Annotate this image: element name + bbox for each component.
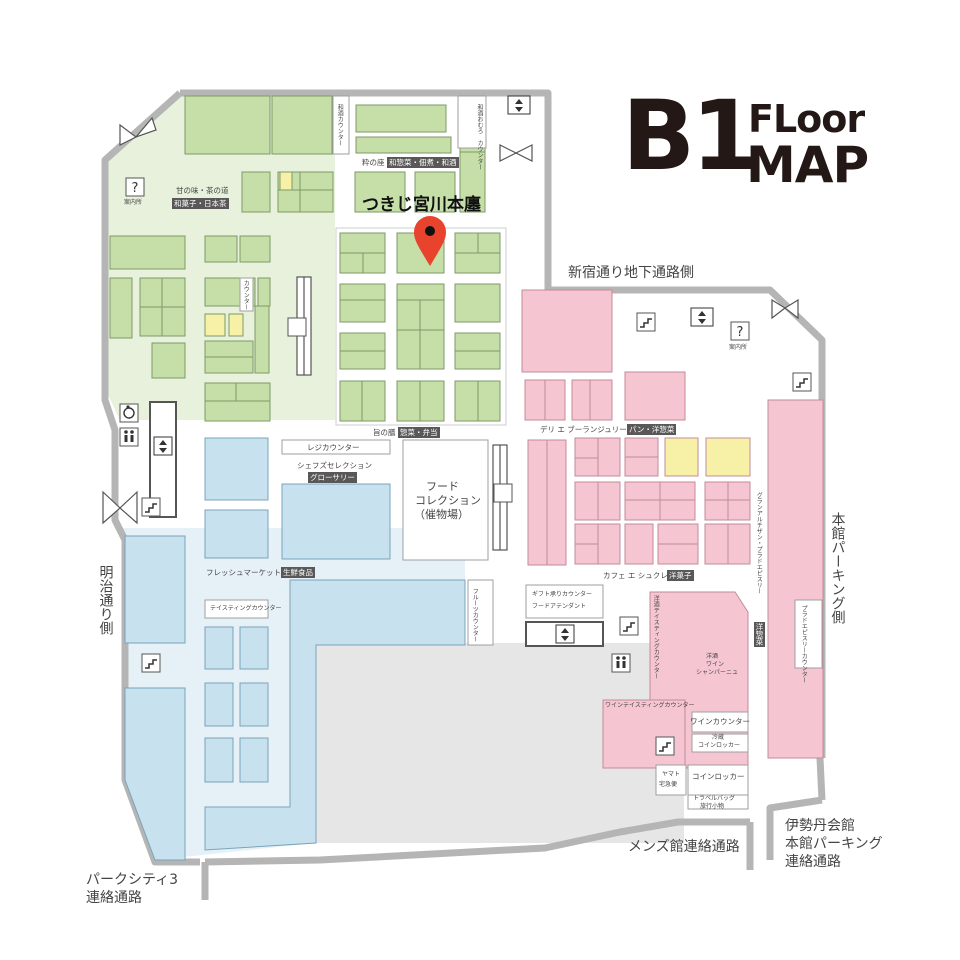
yamato-label-1: ヤマト [662,771,681,778]
wine-tasting-label: ワインテイスティングカウンター [605,702,695,709]
shop-yellow[interactable] [664,437,699,477]
wine-counter-label: ワインカウンター [690,717,750,726]
wasake-omuro-label: 和酒おむろ カウンター [476,104,483,170]
direction-isetan-2: 本館パーキング [785,836,883,852]
grande-tag: 洋惣菜 [754,622,765,647]
wasake-counter-label: 和酒カウンター [336,104,344,146]
gift-label-1: ギフト承りカウンター [532,591,593,598]
grocery-tag: グローサリー [308,472,357,483]
direction-honkan-parking: 本館パーキング側 [829,512,846,624]
info-icon: ? ? [125,177,750,341]
yoshu-label-3: シャンパーニュ [696,669,739,676]
reji-label: レジカウンター [307,443,360,452]
direction-meiji: 明治通り側 [97,565,114,635]
annai-left-label: 案内所 [124,199,143,206]
inoza-label: 粋の座 [362,158,385,167]
counters[interactable] [204,95,823,810]
cafe-label: カフェ エ シュクレ [603,571,668,580]
floor-subtitle: FLoor [748,97,865,141]
counter-v-label: カウンター [242,280,250,310]
food-coll-label-3: （催物場） [414,508,469,521]
elevator-icon [153,95,714,644]
shop-yellow[interactable] [279,171,293,191]
direction-mens: メンズ館連絡通路 [628,839,740,855]
shop-yellow[interactable] [705,437,751,477]
escalator-icon [287,317,513,503]
direction-isetan: 伊勢丹会館 [785,818,855,834]
yamato-label-2: 宅急便 [659,781,678,788]
svg-text:?: ? [737,325,744,340]
shop-dividers [140,172,500,421]
map-pin-icon[interactable] [414,216,446,266]
tasting-label: テイスティングカウンター [210,605,282,612]
prado-counter-label: プラドエピスリーカウンター [800,605,808,683]
amami-tag: 和菓子・日本茶 [172,198,229,209]
map-subtitle: MAP [746,136,869,194]
travel-label-2: 旅行小物 [700,803,725,810]
direction-park-city-2: 連絡通路 [86,890,142,906]
deli-label: デリ エ ブーランジュリー [540,425,627,434]
restroom-icon [119,427,631,673]
amami-label: 甘の味・茶の道 [176,186,229,195]
coin-locker-cold-label: 冷蔵 [712,734,725,741]
shop-yellow[interactable] [228,313,244,337]
shop-yellow[interactable] [204,313,226,337]
svg-text:?: ? [132,181,139,196]
yoshu-tasting-label: 洋酒テイスティングカウンター [652,595,660,679]
accessible-icon [119,403,139,423]
stairs-glyph [145,318,808,752]
food-coll-label-2: コレクション [415,494,481,507]
grande-label: グランアルチザン・プラドエピスリー [755,492,763,594]
pin-label: つきじ宮川本廛 [362,195,481,215]
fresh-shops[interactable] [124,437,466,861]
yoshu-label-1: 洋酒 [706,653,719,660]
direction-isetan-3: 連絡通路 [785,854,841,870]
umami-label: 旨の膳 [373,428,396,437]
fresh-label: フレッシュマーケット [206,568,281,577]
fruits-label: フルーツカウンター [471,588,479,642]
elevator-glyph [159,99,706,641]
cafe-tag: 洋菓子 [667,570,694,581]
gift-label-2: フードアテンダント [532,603,587,610]
floor-title: B1 [622,80,758,192]
chefs-label: シェフズセレクション [297,461,372,470]
fresh-tag: 生鮮食品 [281,567,315,578]
coin-locker-label: コインロッカー [692,772,745,781]
coin-locker-cold-label-2: コインロッカー [698,742,741,749]
direction-park-city: パークシティ3 [86,872,179,888]
shop-dividers [544,380,750,565]
direction-shinjuku: 新宿通り地下通路側 [568,265,694,281]
deli-tag: パン・洋惣菜 [627,424,677,435]
food-coll-label-1: フード [426,480,459,493]
annai-right-label: 案内所 [729,344,748,351]
yoshu-label-2: ワイン [706,661,725,668]
inoza-tag: 和惣菜・佃煮・和酒 [387,157,459,168]
door-marker [102,116,799,525]
travel-label-1: トラベルバッグ [693,795,736,802]
umami-tag: 惣菜・弁当 [398,427,440,438]
